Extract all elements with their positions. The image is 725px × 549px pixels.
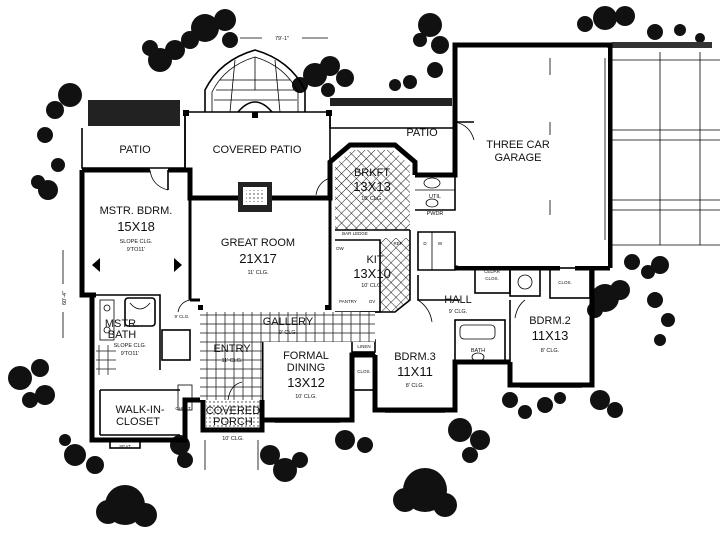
tree-top-middle bbox=[292, 56, 354, 97]
label-great-room-clg: 11' CLG. bbox=[247, 270, 269, 276]
label-kit: KIT bbox=[366, 254, 383, 266]
hedge-far-right bbox=[612, 42, 712, 48]
label-porch: COVERED bbox=[206, 405, 260, 417]
label-master-size: 15X18 bbox=[117, 219, 155, 234]
label-great-room-size: 21X17 bbox=[239, 251, 277, 266]
label-bdrm2-size: 11X13 bbox=[532, 328, 569, 343]
interior-walls bbox=[92, 169, 591, 470]
room-labels: PATIO COVERED PATIO PATIO THREE CAR GARA… bbox=[100, 127, 571, 442]
label-bdrm3-clos: CLOS. bbox=[357, 369, 371, 374]
label-mstr-bath-2: BATH bbox=[108, 329, 137, 341]
width-dimension-label: 79'-1" bbox=[275, 36, 289, 42]
label-gallery-clg: 9' CLG. bbox=[279, 330, 298, 336]
breakfast-nook bbox=[335, 150, 410, 312]
label-garage-2: GARAGE bbox=[494, 152, 541, 164]
label-walkin: WALK-IN- bbox=[115, 404, 164, 416]
label-cedar-clos: CLOS. bbox=[485, 276, 499, 281]
label-pwdr: PWDR bbox=[427, 211, 444, 217]
garage-area bbox=[454, 48, 720, 266]
label-dining-clg: 10' CLG. bbox=[295, 394, 317, 400]
label-dw: DW bbox=[336, 246, 344, 251]
label-mstr-bath-clg: SLOPE CLG. bbox=[114, 343, 147, 349]
label-d: D bbox=[423, 241, 427, 246]
label-garage: THREE CAR bbox=[486, 139, 550, 151]
label-covered-patio: COVERED PATIO bbox=[213, 144, 302, 156]
dimension-depth: 60'-4" bbox=[62, 250, 68, 338]
label-master-clos-clg: 9' CLG. bbox=[174, 314, 189, 319]
label-master: MSTR. BDRM. bbox=[100, 205, 173, 217]
label-porch-2: PORCH bbox=[213, 416, 253, 428]
label-gallery: GALLERY bbox=[263, 316, 314, 328]
label-pantry: PANTRY bbox=[339, 299, 357, 304]
label-mstr-bath-clg-2: 9'TO11' bbox=[121, 351, 139, 357]
label-bdrm3-size: 11X11 bbox=[397, 364, 433, 379]
label-bar-ledge: BAR LEDGE bbox=[342, 231, 368, 236]
garden-arch bbox=[204, 49, 306, 113]
label-hall: HALL bbox=[444, 294, 472, 306]
landscaping bbox=[8, 6, 712, 527]
label-master-clg: SLOPE CLG. bbox=[120, 239, 153, 245]
label-brkft-clg: 10' CLG. bbox=[361, 196, 383, 202]
label-bath: BATH bbox=[471, 348, 485, 354]
dimension-width: 79'-1" bbox=[240, 36, 328, 42]
label-ref: REF bbox=[394, 241, 403, 246]
label-patio-left: PATIO bbox=[119, 144, 151, 156]
label-bdrm2-clg: 8' CLG. bbox=[541, 348, 560, 354]
label-hall-clg: 9' CLG. bbox=[449, 309, 468, 315]
label-seat: SEAT bbox=[119, 444, 131, 449]
hedge-left bbox=[88, 100, 180, 126]
tree-top-left bbox=[142, 9, 238, 72]
depth-dimension-label: 60'-4" bbox=[62, 291, 68, 305]
label-chest: CHEST bbox=[175, 406, 191, 411]
label-cedar: CEDAR bbox=[484, 269, 501, 274]
shrubs-left bbox=[8, 83, 104, 474]
label-walkin-2: CLOSET bbox=[116, 416, 160, 428]
hedge-right bbox=[330, 98, 452, 106]
label-great-room: GREAT ROOM bbox=[221, 237, 295, 249]
label-ov: OV bbox=[369, 299, 376, 304]
label-mstr-bath: MSTR. bbox=[105, 318, 139, 330]
label-linen: LINEN bbox=[357, 344, 370, 349]
tree-top-right bbox=[389, 6, 705, 91]
label-master-clg-2: 9'TO11' bbox=[127, 247, 145, 253]
label-bdrm3-clg: 8' CLG. bbox=[406, 383, 425, 389]
fixture-labels: UTIL PWDR CEDAR CLOS. CLOS. LINEN CLOS. … bbox=[119, 194, 571, 449]
label-brkft-size: 13X13 bbox=[353, 179, 391, 194]
label-dining-2: DINING bbox=[287, 362, 326, 374]
label-patio-right: PATIO bbox=[406, 127, 438, 139]
label-entry-clg: 11' CLG. bbox=[221, 358, 243, 364]
label-kit-clg: 10' CLG. bbox=[361, 283, 383, 289]
label-brkft: BRKFT bbox=[354, 167, 390, 179]
label-dining-size: 13X12 bbox=[287, 375, 325, 390]
label-kit-size: 13X10 bbox=[353, 266, 391, 281]
label-bdrm3: BDRM.3 bbox=[394, 351, 436, 363]
label-dining: FORMAL bbox=[283, 350, 329, 362]
label-util: UTIL bbox=[429, 194, 441, 200]
label-w: W bbox=[438, 241, 443, 246]
label-porch-clg: 10' CLG. bbox=[222, 436, 244, 442]
label-bdrm2: BDRM.2 bbox=[529, 315, 571, 327]
label-entry: ENTRY bbox=[213, 343, 251, 355]
label-bdrm2-clos: CLOS. bbox=[558, 280, 572, 285]
shrubs-front bbox=[96, 390, 623, 527]
